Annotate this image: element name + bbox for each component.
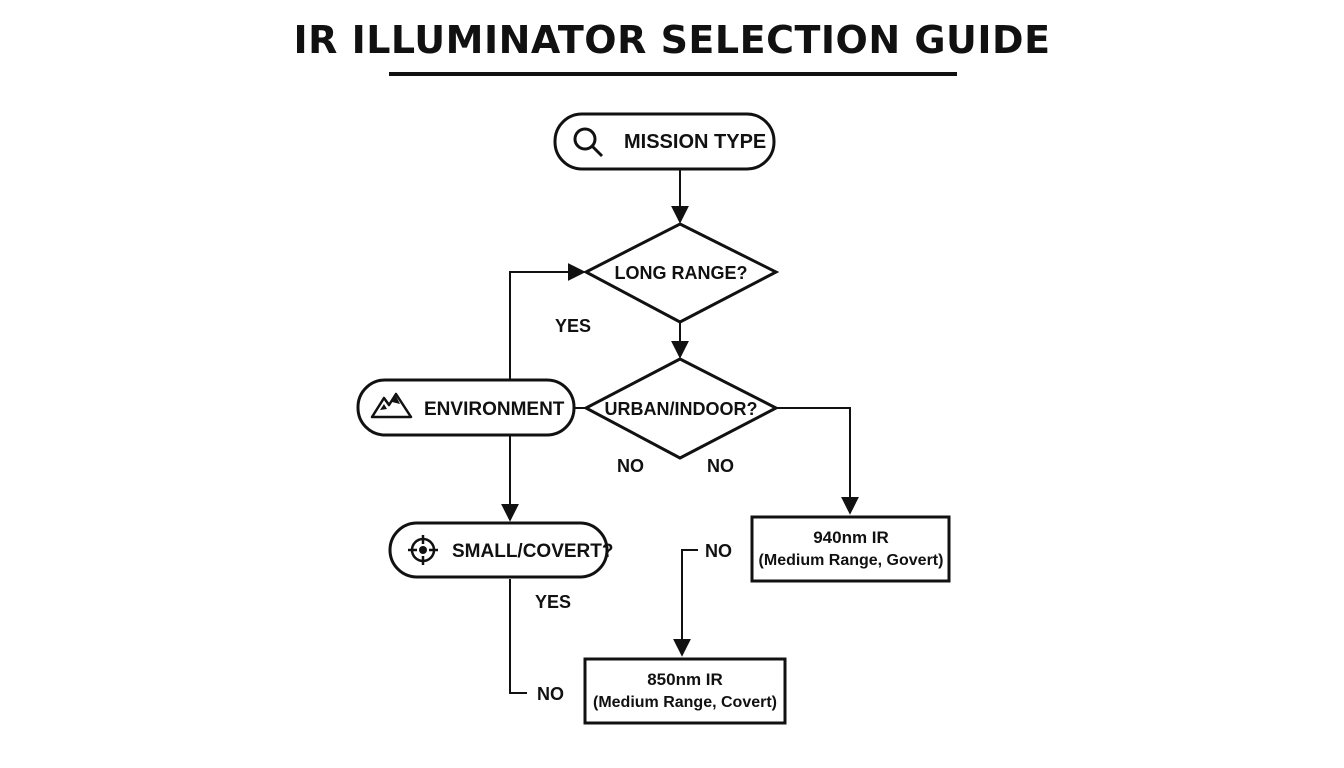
environment-label: ENVIRONMENT xyxy=(424,399,565,420)
edge-urban-to-940 xyxy=(775,407,859,515)
ir-850-title: 850nm IR xyxy=(647,670,723,689)
ir-940-title: 940nm IR xyxy=(813,528,889,547)
title-underline xyxy=(389,72,957,76)
edge-environment-to-longrange xyxy=(509,263,586,380)
edge-no-to-850 xyxy=(673,549,698,657)
urban-indoor-decision: URBAN/INDOOR? xyxy=(582,357,780,460)
ir-940-result: 940nm IR (Medium Range, Govert) xyxy=(750,515,951,583)
long-range-decision: LONG RANGE? xyxy=(582,222,780,324)
small-covert-label: SMALL/COVERT? xyxy=(452,541,614,562)
edge-smallcovert-bottom xyxy=(509,579,527,694)
mission-type-label: MISSION TYPE xyxy=(624,131,766,153)
edge-label-no-right: NO xyxy=(707,456,734,476)
edge-label-no-left: NO xyxy=(617,456,644,476)
ir-940-subtitle: (Medium Range, Govert) xyxy=(759,552,944,569)
mission-type-node: MISSION TYPE xyxy=(553,112,776,171)
mountains-icon xyxy=(370,392,413,419)
edge-label-no-bottom: NO xyxy=(537,684,564,704)
magnifier-icon xyxy=(573,127,604,158)
edge-label-yes-long-range: YES xyxy=(555,316,591,336)
urban-indoor-label: URBAN/INDOOR? xyxy=(605,399,758,419)
edge-label-no-to-850: NO xyxy=(705,541,732,561)
crosshair-icon xyxy=(408,535,438,565)
ir-850-subtitle: (Medium Range, Covert) xyxy=(593,694,777,711)
long-range-label: LONG RANGE? xyxy=(615,263,748,283)
diagram-title: IR ILLUMINATOR SELECTION GUIDE xyxy=(293,18,1051,62)
edge-label-yes-small-covert: YES xyxy=(535,592,571,612)
environment-node: ENVIRONMENT xyxy=(356,378,576,437)
ir-850-result: 850nm IR (Medium Range, Covert) xyxy=(583,657,787,725)
crosshair-center xyxy=(419,546,427,554)
small-covert-node: SMALL/COVERT? xyxy=(388,521,614,579)
